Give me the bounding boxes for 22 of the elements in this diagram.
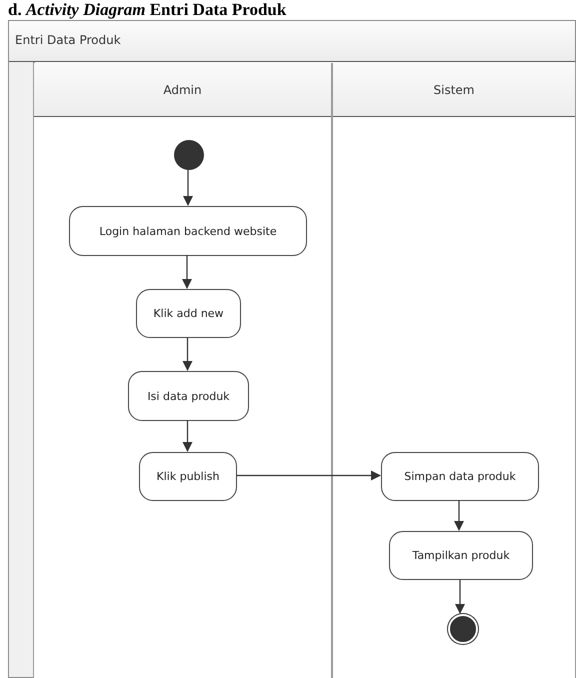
start-node xyxy=(174,140,204,170)
action-box: Klik publish xyxy=(139,452,237,501)
arrow xyxy=(183,169,193,206)
action-box: Tampilkan produk xyxy=(389,531,533,580)
end-node xyxy=(448,614,478,644)
swimlane xyxy=(34,63,333,678)
diagram-title: d. Activity Diagram Entri Data Produk xyxy=(8,0,286,20)
frame-title: Entri Data Produk xyxy=(15,33,121,47)
arrow xyxy=(455,579,465,614)
arrow xyxy=(182,255,192,289)
action-box: Login halaman backend website xyxy=(69,206,307,256)
arrow xyxy=(182,337,192,371)
diagram-frame xyxy=(8,20,576,678)
swimlane-title: Admin xyxy=(163,82,202,96)
arrow xyxy=(182,420,192,452)
arrow xyxy=(454,500,464,531)
swimlane-title: Sistem xyxy=(434,82,474,96)
action-box: Klik add new xyxy=(136,289,241,338)
swimlane xyxy=(333,63,576,678)
action-box: Simpan data produk xyxy=(381,452,539,501)
action-box: Isi data produk xyxy=(128,371,249,421)
arrow xyxy=(236,470,381,480)
